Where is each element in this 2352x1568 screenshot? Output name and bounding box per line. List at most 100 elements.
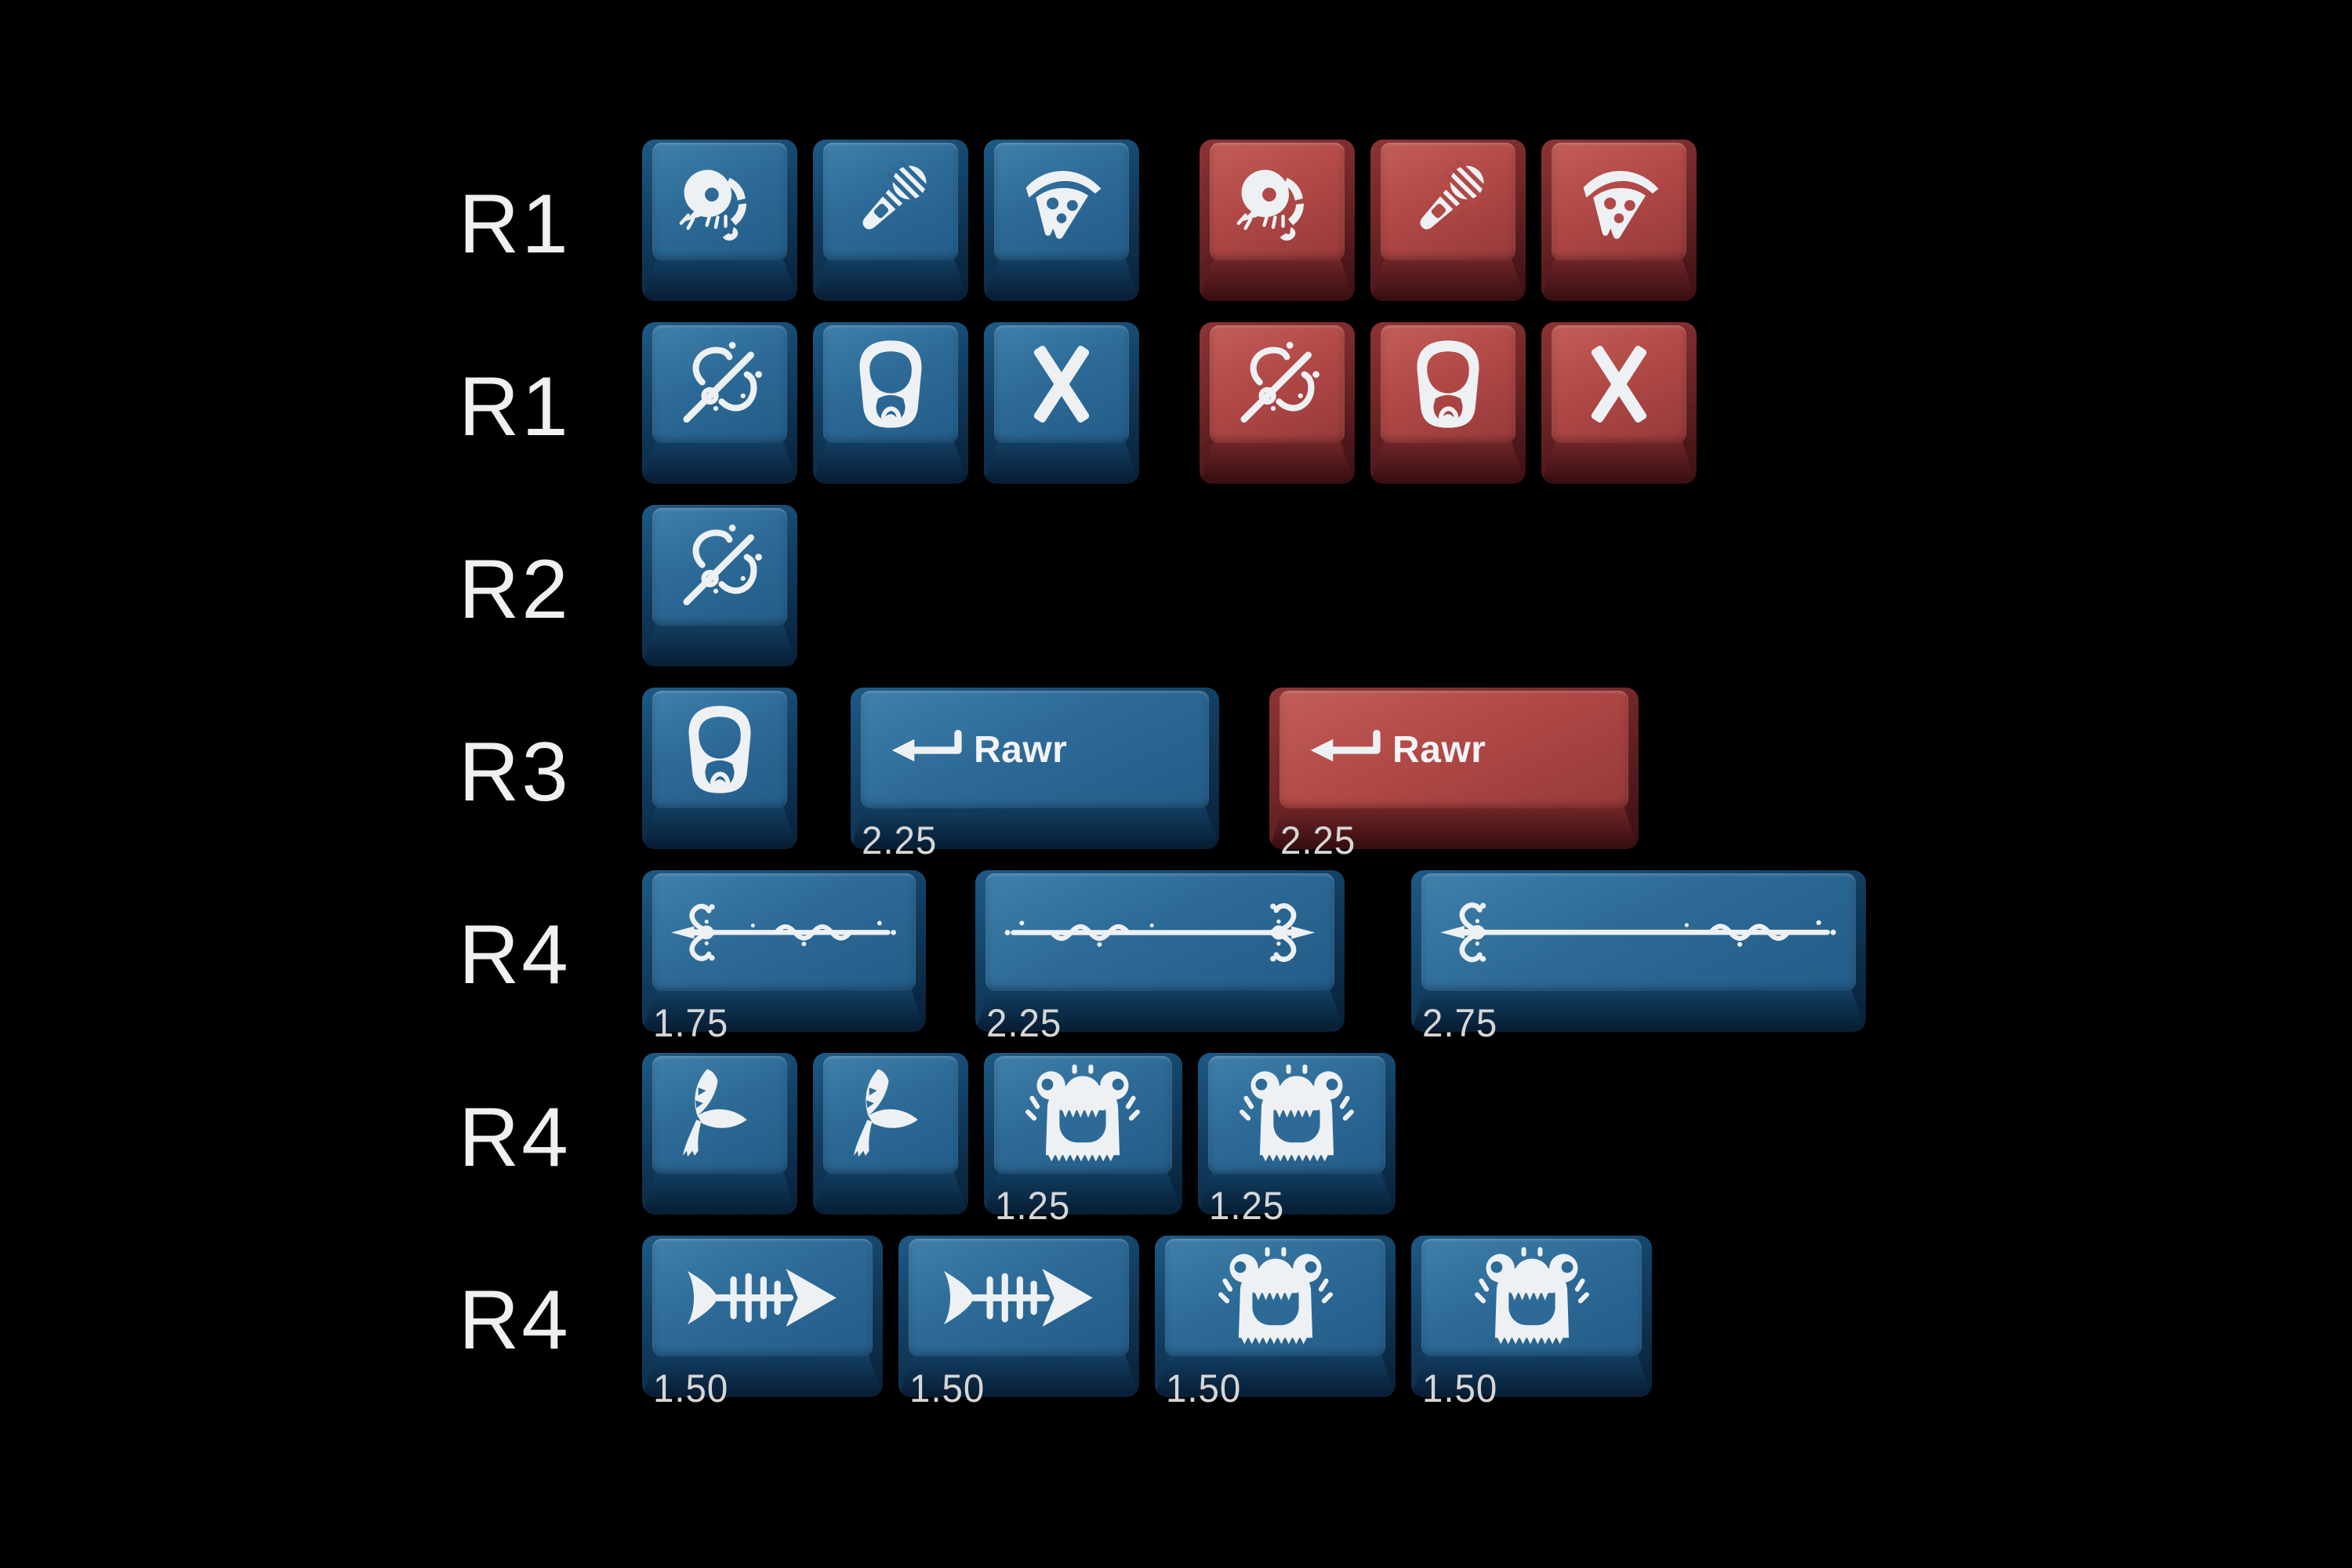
keycap-top-face: [823, 1056, 958, 1174]
microphone-icon: [841, 152, 940, 251]
keycap-monster-blue: 1.25: [984, 1053, 1182, 1228]
keycap-top-face: [1209, 143, 1345, 260]
keycap-trident-spear-left-blue: 1.75: [642, 870, 926, 1045]
keycap-monster-blue: 1.50: [1155, 1236, 1396, 1410]
monster-icon: [1025, 1062, 1141, 1168]
whale-tail-icon: [671, 1066, 768, 1163]
keycap-top-face: [652, 508, 787, 626]
keycap-top-face: Rawr: [860, 691, 1210, 808]
keycap-monster-blue: 1.25: [1197, 1053, 1396, 1228]
keycap-top-face: [652, 1056, 787, 1174]
pull-tab-icon: [1403, 339, 1494, 430]
row-label: R4: [459, 1272, 571, 1367]
key-size-label: 1.50: [1422, 1367, 1498, 1410]
keycap-top-face: [652, 325, 787, 443]
keycap-top-face: [823, 143, 958, 260]
monster-icon: [1218, 1245, 1334, 1351]
keycap-top-face: [1380, 143, 1515, 260]
keycap-top-face: Rawr: [1279, 691, 1628, 808]
rawr-legend-text: Rawr: [1392, 728, 1486, 771]
keycap-trident-spear-right-blue: 2.25: [975, 870, 1345, 1045]
keycap-monster-blue: 1.50: [1411, 1236, 1652, 1410]
keycap-pizza-red: [1541, 140, 1697, 301]
key-size-label: 1.50: [1166, 1367, 1242, 1410]
keycap-shrimp-red: [1199, 140, 1355, 301]
pizza-icon: [1570, 152, 1668, 251]
pizza-icon: [1012, 152, 1111, 251]
keycap-microphone-red: [1370, 140, 1526, 301]
keycap-top-face: [994, 143, 1129, 260]
row-label: R4: [459, 1090, 571, 1184]
keycap-pizza-blue: [984, 140, 1139, 301]
keycap-fishbone-arrow-blue: 1.50: [898, 1236, 1139, 1410]
keycap-trident-splash-red: [1199, 322, 1355, 484]
monster-icon: [1239, 1062, 1355, 1168]
keycap-top-face: [985, 873, 1334, 991]
trident-spear-right-icon: [1001, 897, 1319, 968]
return-arrow-icon: [887, 727, 966, 771]
trident-spear-left-icon: [668, 898, 900, 967]
row-label: R1: [459, 359, 571, 453]
pull-tab-icon: [845, 339, 936, 430]
keycap-microphone-blue: [813, 140, 968, 301]
keycap-top-face: [1551, 325, 1686, 443]
row-label: R1: [459, 176, 571, 270]
keycap-pull-tab-blue: [813, 322, 968, 484]
keycap-whale-tail-blue: [813, 1053, 968, 1214]
keycap-pull-tab-blue: [642, 688, 797, 849]
pull-tab-icon: [674, 704, 765, 795]
keycap-trident-splash-blue: [642, 505, 797, 666]
trident-spear-left-icon: [1437, 896, 1840, 968]
keycap-top-face: [652, 691, 787, 808]
return-arrow-icon: [1306, 727, 1385, 771]
microphone-icon: [1399, 152, 1497, 251]
key-size-label: 1.50: [653, 1367, 729, 1410]
trident-splash-icon: [1229, 336, 1326, 433]
keycap-fishbone-arrow-blue: 1.50: [642, 1236, 883, 1410]
keycap-top-face: [1421, 873, 1856, 991]
keycap-top-face: [994, 1056, 1172, 1174]
trident-splash-icon: [671, 518, 768, 615]
keycap-top-face: [909, 1239, 1129, 1356]
x-icon: [1576, 341, 1662, 427]
key-size-label: 2.25: [1280, 818, 1356, 862]
keycap-top-face: [652, 1239, 873, 1356]
trident-splash-icon: [671, 336, 768, 433]
row-label: R4: [459, 907, 571, 1001]
keycap-pull-tab-red: [1370, 322, 1526, 484]
keycap-top-face: [1207, 1056, 1385, 1174]
key-size-label: 2.25: [986, 1001, 1062, 1045]
whale-tail-icon: [842, 1066, 939, 1163]
keycap-top-face: [652, 873, 916, 991]
keycap-trident-spear-left-blue: 2.75: [1411, 870, 1866, 1045]
keycap-top-face: [994, 325, 1129, 443]
fishbone-arrow-icon: [682, 1244, 843, 1352]
key-size-label: 1.25: [995, 1184, 1071, 1228]
keycap-top-face: [823, 325, 958, 443]
key-size-label: 2.25: [861, 818, 938, 862]
keycap-trident-splash-blue: [642, 322, 797, 484]
keycap-shrimp-blue: [642, 140, 797, 301]
shrimp-icon: [670, 152, 769, 251]
key-size-label: 1.75: [653, 1001, 729, 1045]
key-size-label: 1.25: [1208, 1184, 1284, 1228]
keycap-top-face: [1165, 1239, 1385, 1356]
fishbone-arrow-icon: [938, 1244, 1099, 1352]
rawr-legend-text: Rawr: [973, 728, 1068, 771]
x-icon: [1018, 341, 1105, 427]
row-label: R3: [459, 724, 571, 818]
keycap-whale-tail-blue: [642, 1053, 797, 1214]
keycap-top-face: [1380, 325, 1515, 443]
keycap-top-face: [1551, 143, 1686, 260]
key-size-label: 2.75: [1422, 1001, 1498, 1045]
keycap-return-arrow-red: Rawr 2.25: [1269, 688, 1639, 862]
row-label: R2: [459, 542, 571, 636]
keycap-x-blue: [984, 322, 1139, 484]
keycap-x-red: [1541, 322, 1697, 484]
shrimp-icon: [1228, 152, 1327, 251]
key-size-label: 1.50: [909, 1367, 985, 1410]
keycap-top-face: [652, 143, 787, 260]
keycap-return-arrow-blue: Rawr 2.25: [850, 688, 1220, 862]
keycap-top-face: [1209, 325, 1345, 443]
